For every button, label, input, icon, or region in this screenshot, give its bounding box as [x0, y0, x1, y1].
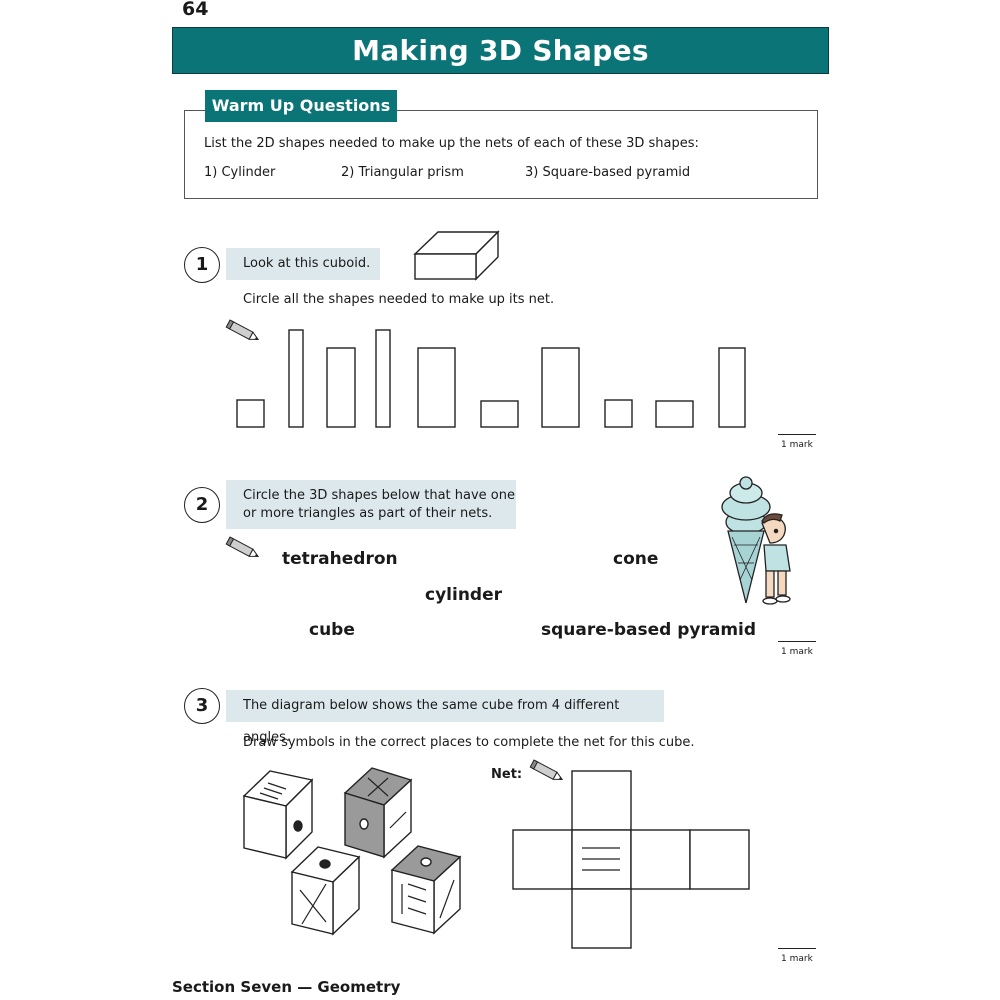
word-option-square-based-pyramid[interactable]: square-based pyramid [541, 620, 757, 640]
question-2-mark: 1 mark [781, 647, 813, 657]
section-footer: Section Seven — Geometry [172, 978, 401, 996]
question-2-number: 2 [184, 487, 220, 523]
net-face-left[interactable] [512, 829, 573, 890]
shape-small-square-1[interactable] [236, 399, 265, 428]
question-3-instruction: Draw symbols in the correct places to co… [243, 735, 695, 750]
question-1-prompt-box: Look at this cuboid. [226, 248, 380, 280]
question-1-instruction: Circle all the shapes needed to make up … [243, 292, 555, 307]
shape-short-wide-rectangle-2[interactable] [655, 400, 694, 428]
page-title: Making 3D Shapes [172, 27, 829, 74]
question-2-prompt-box: Circle the 3D shapes below that have one… [226, 480, 516, 529]
question-1-number: 1 [184, 247, 220, 283]
net-face-right[interactable] [630, 829, 691, 890]
pencil-icon [225, 536, 260, 558]
warmup-instruction: List the 2D shapes needed to make up the… [204, 136, 699, 151]
net-face-top[interactable] [571, 770, 632, 831]
warmup-item-3: 3) Square-based pyramid [525, 165, 691, 180]
question-2-mark-line [778, 641, 816, 642]
net-label: Net: [491, 767, 523, 782]
word-option-cone[interactable]: cone [613, 549, 659, 569]
question-3-mark-line [778, 948, 816, 949]
page-number: 64 [182, 0, 209, 20]
warmup-box [184, 110, 818, 199]
cube-view-2 [343, 767, 413, 859]
pencil-icon [529, 759, 564, 781]
shape-tall-rectangle-2[interactable] [718, 347, 746, 428]
warmup-item-1: 1) Cylinder [204, 165, 276, 180]
cube-view-1 [242, 770, 314, 860]
question-1-prompt: Look at this cuboid. [243, 256, 371, 271]
cube-view-4 [390, 845, 462, 935]
question-2-prompt-line-1: Circle the 3D shapes below that have one [243, 488, 515, 503]
pencil-icon [225, 319, 260, 341]
shape-thin-tall-rectangle-2[interactable] [375, 329, 391, 428]
word-option-cylinder[interactable]: cylinder [425, 585, 502, 605]
shape-short-wide-rectangle-1[interactable] [480, 400, 519, 428]
question-3-prompt: The diagram below shows the same cube fr… [243, 698, 620, 745]
question-3-prompt-box: The diagram below shows the same cube fr… [226, 690, 664, 745]
word-option-cube[interactable]: cube [309, 620, 355, 640]
net-face-centre[interactable] [571, 829, 632, 890]
net-face-far-right[interactable] [689, 829, 750, 890]
shape-wide-tall-rectangle-1[interactable] [417, 347, 456, 428]
question-1-mark: 1 mark [781, 440, 813, 450]
question-3-mark: 1 mark [781, 954, 813, 964]
shape-thin-tall-rectangle-1[interactable] [288, 329, 304, 428]
shape-tall-rectangle-1[interactable] [326, 347, 356, 428]
shape-small-square-2[interactable] [604, 399, 633, 428]
shape-wide-tall-rectangle-2[interactable] [541, 347, 580, 428]
question-1-mark-line [778, 434, 816, 435]
cube-view-3 [290, 846, 361, 936]
cuboid-illustration [413, 230, 500, 281]
net-face-bottom[interactable] [571, 888, 632, 949]
question-2-prompt-line-2: or more triangles as part of their nets. [243, 506, 493, 521]
question-3-number: 3 [184, 688, 220, 724]
warmup-item-2: 2) Triangular prism [341, 165, 464, 180]
ice-cream-character-illustration [721, 476, 791, 605]
warmup-heading: Warm Up Questions [205, 90, 397, 122]
word-option-tetrahedron[interactable]: tetrahedron [282, 549, 398, 569]
